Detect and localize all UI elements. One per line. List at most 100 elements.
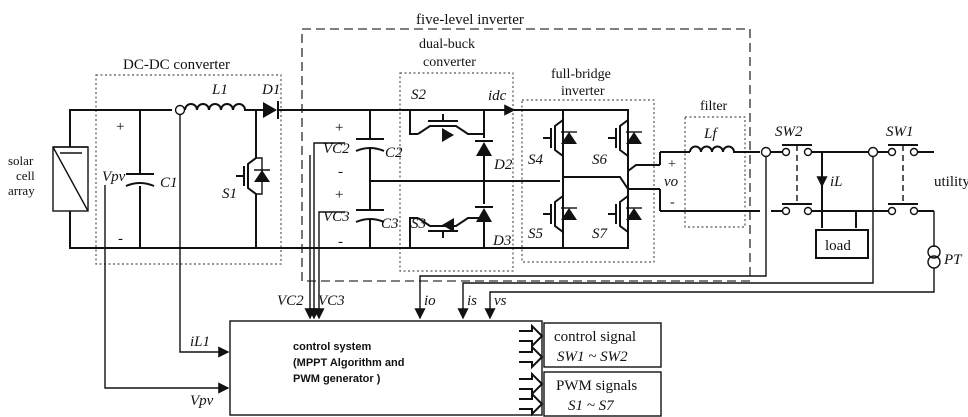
c3-label: C3: [381, 216, 399, 232]
fb-top-rail: [520, 109, 629, 118]
minus-sign-c3: -: [338, 234, 343, 250]
filter-box: [684, 116, 746, 228]
five-level-inverter-box: [301, 28, 751, 282]
s3-switch: [417, 217, 484, 227]
s6-label: S6: [592, 152, 608, 168]
d1-diode: [263, 102, 277, 118]
s2-switch: [417, 125, 484, 135]
s2-diode: [442, 128, 454, 142]
sw2-switch: [781, 144, 813, 216]
sw2-line: [771, 151, 868, 212]
c2-capacitor: [355, 110, 385, 181]
s1-diode-wire: [254, 157, 270, 195]
s3-gate: [428, 230, 458, 238]
sw1-switch: [887, 144, 919, 216]
d3-diode: [476, 208, 492, 222]
control-system-box: [229, 320, 543, 416]
solar-label-1: solar: [8, 153, 34, 168]
control-signal-range: SW1 ~ SW2: [557, 349, 628, 365]
is-sense-wire: [457, 157, 874, 320]
control-system-label-2: (MPPT Algorithm and: [293, 357, 404, 369]
minus-sign-c2: -: [338, 164, 343, 180]
io-sense-wire: [414, 157, 767, 320]
vs-sense-wire: [484, 268, 935, 320]
d2-label: D2: [493, 157, 513, 173]
vc2-label: VC2: [323, 141, 350, 157]
l1-label: L1: [211, 82, 228, 98]
pwm-signals-box: [543, 371, 662, 417]
il1-sense-wire: [179, 115, 230, 358]
control-signal-arrow: [519, 323, 544, 349]
d1-label: D1: [261, 82, 280, 98]
plus-sign-c2: +: [335, 120, 343, 136]
load-label: load: [825, 238, 851, 254]
s1-switch: [236, 110, 257, 248]
plus-sign-c1: +: [116, 119, 124, 135]
vc2-ctrl-label: VC2: [277, 293, 304, 309]
vc2-sense-wire: [308, 142, 345, 320]
vc3-sense-wire: [313, 211, 345, 320]
control-signal-label: control signal: [554, 329, 636, 345]
sw1-label: SW1: [886, 124, 914, 140]
plus-sign-vo: +: [668, 157, 676, 172]
full-bridge-box: [521, 99, 655, 263]
solar-label-2: cell: [16, 168, 35, 183]
filter-label: filter: [700, 99, 728, 114]
vo-label: vo: [664, 174, 679, 190]
full-bridge-label-1: full-bridge: [551, 67, 611, 82]
dc-bottom-rail: [69, 211, 370, 249]
d2-diode: [476, 142, 492, 156]
s3-diode: [442, 218, 454, 232]
fb-bottom-rail: [520, 240, 629, 249]
pwm-signals-label: PWM signals: [556, 378, 637, 394]
il1-sense-node: [174, 104, 186, 116]
dcdc-converter-box: [95, 74, 282, 265]
load-box: [815, 229, 869, 259]
s2-gate: [428, 114, 458, 122]
minus-sign-vo: -: [670, 195, 675, 210]
c2-label: C2: [385, 145, 403, 161]
pwm-signals-range: S1 ~ S7: [568, 398, 615, 414]
sw1-line: [868, 151, 934, 212]
full-bridge-label-2: inverter: [561, 84, 605, 99]
dual-buck-label-1: dual-buck: [419, 37, 475, 52]
io-sense-node: [760, 146, 772, 158]
dc-top-rail: [69, 109, 172, 147]
control-signal-arrow-2: [519, 344, 544, 370]
vpv-sense-wire: [104, 185, 230, 394]
plus-sign-c3: +: [335, 187, 343, 203]
il-label: iL: [830, 174, 843, 190]
control-system-label-3: PWM generator ): [293, 373, 381, 385]
dual-buck-label-2: converter: [423, 55, 476, 70]
idc-label: idc: [488, 88, 507, 104]
utility-label: utility: [934, 174, 968, 190]
s4-label: S4: [528, 152, 544, 168]
load-wires: [820, 152, 868, 228]
five-level-inverter-title: five-level inverter: [416, 12, 524, 28]
c1-label: C1: [160, 175, 178, 191]
minus-sign-c1: -: [118, 231, 123, 247]
c1-plates: [125, 173, 155, 187]
is-label: is: [467, 293, 477, 309]
s5-switch: [543, 195, 577, 233]
io-label: io: [424, 293, 436, 309]
lf-inductor: [689, 145, 760, 153]
pt-coil-1: [927, 245, 941, 259]
d3-label: D3: [492, 233, 511, 249]
vs-label: vs: [494, 293, 507, 309]
d1-bar: [277, 101, 370, 119]
lf-label: Lf: [703, 126, 718, 142]
s7-switch: [608, 195, 642, 233]
s7-label: S7: [592, 226, 609, 242]
pwm-signal-arrow: [519, 371, 544, 397]
is-sense-node: [867, 146, 879, 158]
solar-label-3: array: [8, 183, 35, 198]
l1-inductor: [184, 103, 263, 111]
il1-label: iL1: [190, 334, 210, 350]
pwm-signal-arrow-2: [519, 391, 544, 417]
s5-label: S5: [528, 226, 544, 242]
dcdc-converter-title: DC-DC converter: [123, 57, 230, 73]
fb-output-wires: [563, 164, 660, 190]
vpv-ctrl-label: Vpv: [190, 393, 214, 409]
